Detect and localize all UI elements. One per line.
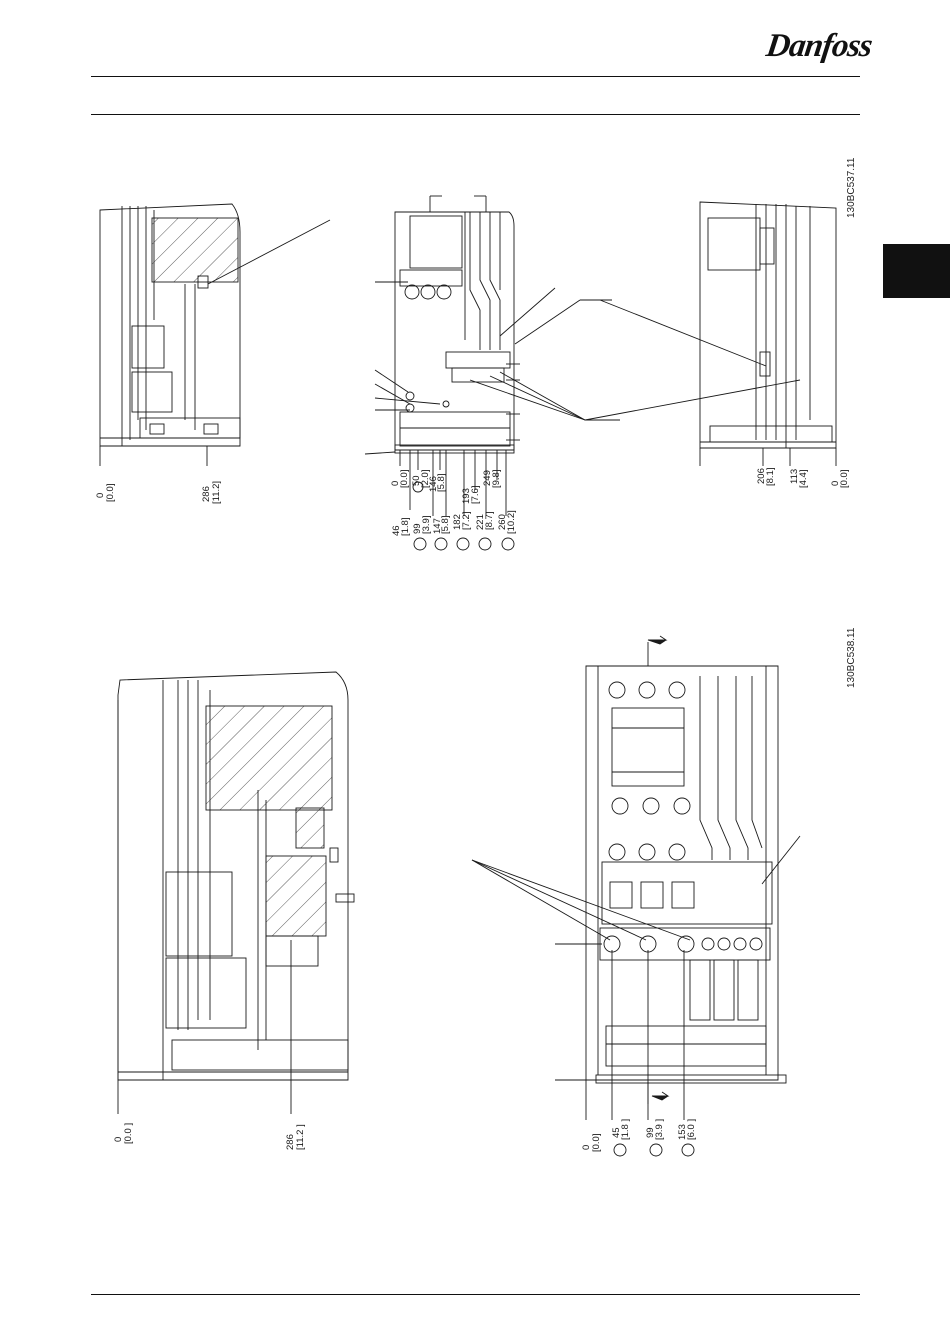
dim-label: [8.1] [766,468,776,487]
dim-label: [0.0] [592,1134,602,1153]
dim-label: [5.8] [441,516,451,535]
dim-label: [4.4] [799,470,809,489]
fig2-front-view-right [472,636,800,1156]
dim-label: [1.8 ] [621,1119,631,1140]
dim-label: [0.0] [840,470,850,489]
fig2-side-view-left [118,672,354,1114]
figure1-code: 130BC537.11 [846,158,857,218]
figure2-code: 130BC538.11 [846,628,857,688]
dim-label: [6.0 ] [687,1119,697,1140]
dim-label: [5.8] [437,474,447,493]
fig1-side-view-left [100,204,330,466]
dim-label: [0.0] [400,470,410,489]
dim-label: [0.0 ] [124,1123,134,1144]
dim-label: [11.2 ] [296,1124,306,1150]
dim-label: [8.7] [485,512,495,531]
dim-label: [10.2] [507,510,517,534]
fig1-side-view-right [580,202,836,466]
dim-label: [9.8] [492,470,502,489]
dim-label: [7.6] [471,486,481,505]
dim-label: [7.2] [462,512,472,531]
dim-label: [0.0] [106,484,116,503]
dim-label: [11.2] [212,481,222,504]
dim-label: [3.9] [422,516,432,535]
dim-label: [3.9 ] [655,1119,665,1140]
dim-label: [1.8] [401,518,411,537]
